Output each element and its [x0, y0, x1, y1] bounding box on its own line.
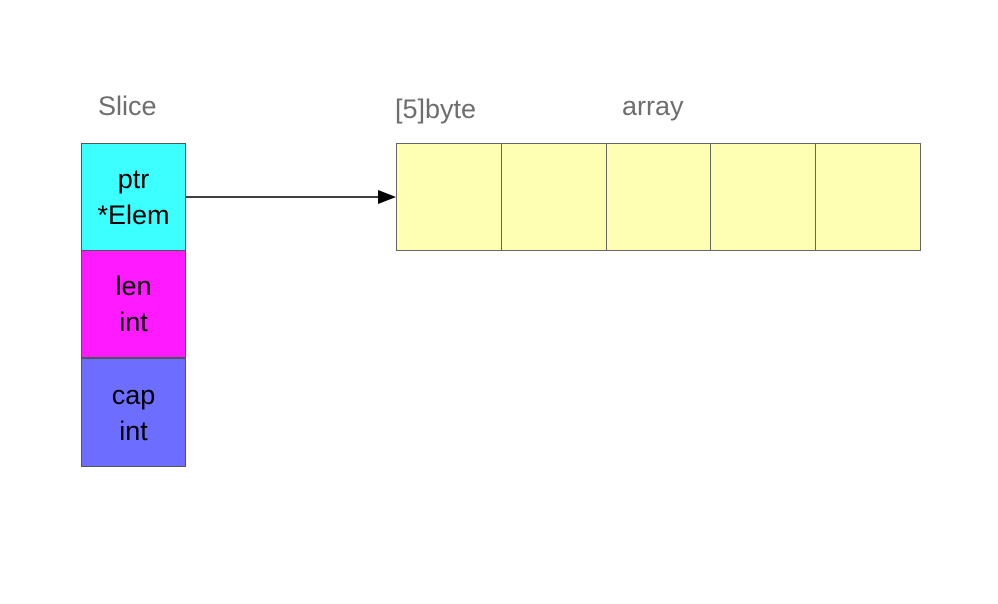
array-cell — [710, 143, 817, 251]
array-cell — [605, 143, 712, 251]
array-title: array — [622, 91, 684, 121]
array-type-label: [5]byte — [395, 94, 477, 124]
field-name: cap — [111, 379, 156, 410]
field-type: *Elem — [97, 200, 170, 230]
array-cell — [500, 143, 607, 251]
slice-title: Slice — [98, 91, 157, 121]
slice-field-len: len int — [81, 251, 186, 358]
slice-field-cap: cap int — [81, 358, 186, 467]
field-type: int — [119, 307, 148, 337]
pointer-arrow-head — [378, 190, 396, 204]
field-name: len — [115, 271, 152, 301]
array-box — [396, 143, 921, 251]
array-cell — [815, 143, 921, 251]
array-cell — [396, 143, 502, 251]
field-type: int — [119, 415, 148, 446]
field-name: ptr — [117, 164, 150, 194]
slice-field-ptr: ptr *Elem — [81, 143, 186, 251]
